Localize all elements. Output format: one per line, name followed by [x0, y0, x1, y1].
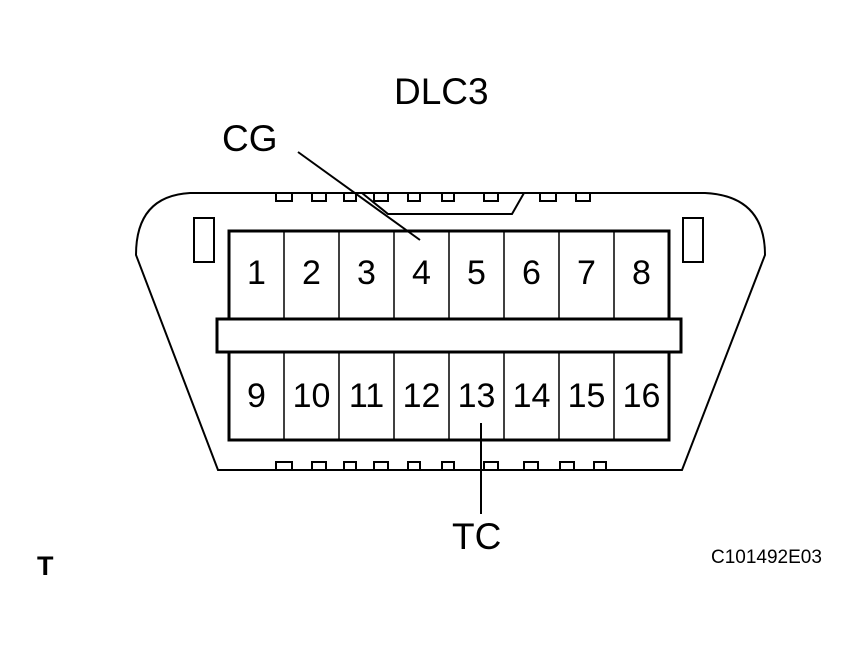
- connector-key-tab: [361, 192, 525, 215]
- pin-number-2: 2: [302, 254, 321, 292]
- pin-number-1: 1: [247, 254, 266, 292]
- pin-number-10: 10: [293, 377, 331, 415]
- center-divider-bar: [215, 317, 683, 354]
- left-latch-slot: [193, 217, 215, 263]
- housing-bottom-notches: [275, 461, 607, 470]
- pin-number-9: 9: [247, 377, 266, 415]
- view-mark: T: [37, 551, 54, 581]
- pin-number-14: 14: [513, 377, 551, 415]
- bottom-row-pin-numbers: 9 10 11 12 13 14 15 16: [247, 377, 660, 415]
- connector-housing-outline: [134, 192, 767, 471]
- pin-number-15: 15: [568, 377, 606, 415]
- pin-number-7: 7: [577, 254, 596, 292]
- pin-number-3: 3: [357, 254, 376, 292]
- cg-callout-label: CG: [222, 118, 278, 159]
- top-row-dividers: [283, 231, 615, 319]
- housing-top-notches: [275, 193, 591, 202]
- pin-number-13: 13: [458, 377, 496, 415]
- cg-leader-line: [297, 151, 421, 241]
- bottom-row-dividers: [283, 352, 615, 440]
- tc-callout-label: TC: [452, 516, 502, 557]
- figure-code: C101492E03: [711, 547, 822, 568]
- pin-number-8: 8: [632, 254, 651, 292]
- pin-number-11: 11: [349, 377, 384, 415]
- pin-number-6: 6: [522, 254, 541, 292]
- pin-number-16: 16: [623, 377, 661, 415]
- pin-number-12: 12: [403, 377, 441, 415]
- pin-number-4: 4: [412, 254, 431, 292]
- connector-title: DLC3: [394, 71, 489, 112]
- pin-number-5: 5: [467, 254, 486, 292]
- right-latch-slot: [682, 217, 704, 263]
